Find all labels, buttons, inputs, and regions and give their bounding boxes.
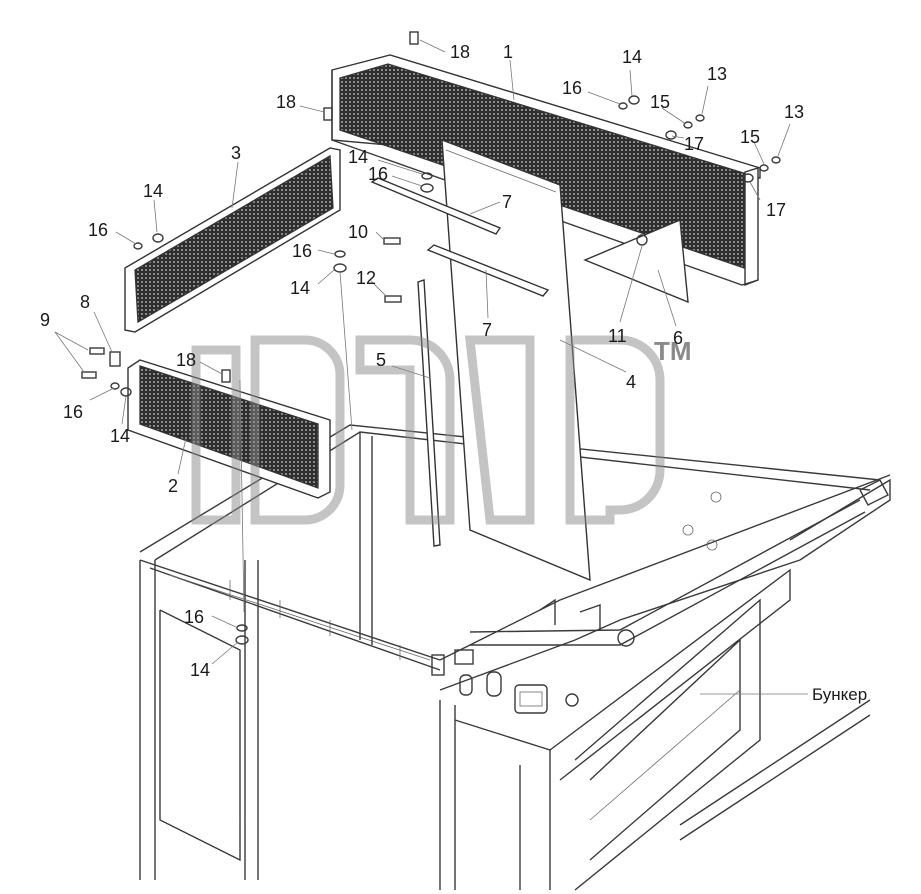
watermark-logo bbox=[191, 335, 665, 525]
callout-6: 6 bbox=[673, 328, 683, 348]
callout-7: 7 bbox=[502, 192, 512, 212]
callout-9: 9 bbox=[40, 310, 50, 330]
callout-5: 5 bbox=[376, 350, 386, 370]
callout-16: 16 bbox=[63, 402, 83, 422]
leader-lines bbox=[54, 39, 808, 695]
part-4-plate bbox=[441, 138, 591, 582]
callout-4: 4 bbox=[626, 372, 636, 392]
callout-18: 18 bbox=[276, 92, 296, 112]
callout-16: 16 bbox=[562, 78, 582, 98]
callout-2: 2 bbox=[168, 476, 178, 496]
callout-17: 17 bbox=[766, 200, 786, 220]
part-6-bracket-plate bbox=[583, 218, 689, 304]
callout-labels: 18 1 14 13 16 15 13 18 17 15 3 14 16 17 … bbox=[40, 42, 867, 704]
callout-14: 14 bbox=[348, 147, 368, 167]
callout-13: 13 bbox=[707, 64, 727, 84]
bunker-label: Бункер bbox=[812, 685, 867, 704]
callout-12: 12 bbox=[356, 268, 376, 288]
part-5-strip bbox=[417, 279, 441, 547]
callout-14: 14 bbox=[110, 426, 130, 446]
hopper-frame bbox=[139, 424, 891, 891]
callout-14: 14 bbox=[143, 181, 163, 201]
callout-13: 13 bbox=[784, 102, 804, 122]
callout-8: 8 bbox=[80, 292, 90, 312]
callout-14: 14 bbox=[190, 660, 210, 680]
callout-15: 15 bbox=[650, 92, 670, 112]
callout-14: 14 bbox=[290, 278, 310, 298]
callout-16: 16 bbox=[184, 607, 204, 627]
callout-7: 7 bbox=[482, 320, 492, 340]
callout-11: 11 bbox=[608, 326, 627, 346]
callout-16: 16 bbox=[88, 220, 108, 240]
callout-14: 14 bbox=[622, 47, 642, 67]
callout-18: 18 bbox=[176, 350, 196, 370]
callout-17: 17 bbox=[684, 134, 704, 154]
callout-16: 16 bbox=[368, 164, 388, 184]
callout-1: 1 bbox=[503, 42, 513, 62]
callout-16: 16 bbox=[292, 241, 312, 261]
watermark-tm: TM bbox=[654, 336, 692, 366]
fasteners bbox=[81, 31, 781, 645]
callout-10: 10 bbox=[348, 222, 368, 242]
callout-18: 18 bbox=[450, 42, 470, 62]
part-7-strips bbox=[370, 177, 550, 297]
callout-15: 15 bbox=[740, 127, 760, 147]
part-2-mesh-panel bbox=[127, 359, 331, 499]
callout-3: 3 bbox=[231, 143, 241, 163]
part-3-mesh-panel bbox=[124, 147, 341, 333]
